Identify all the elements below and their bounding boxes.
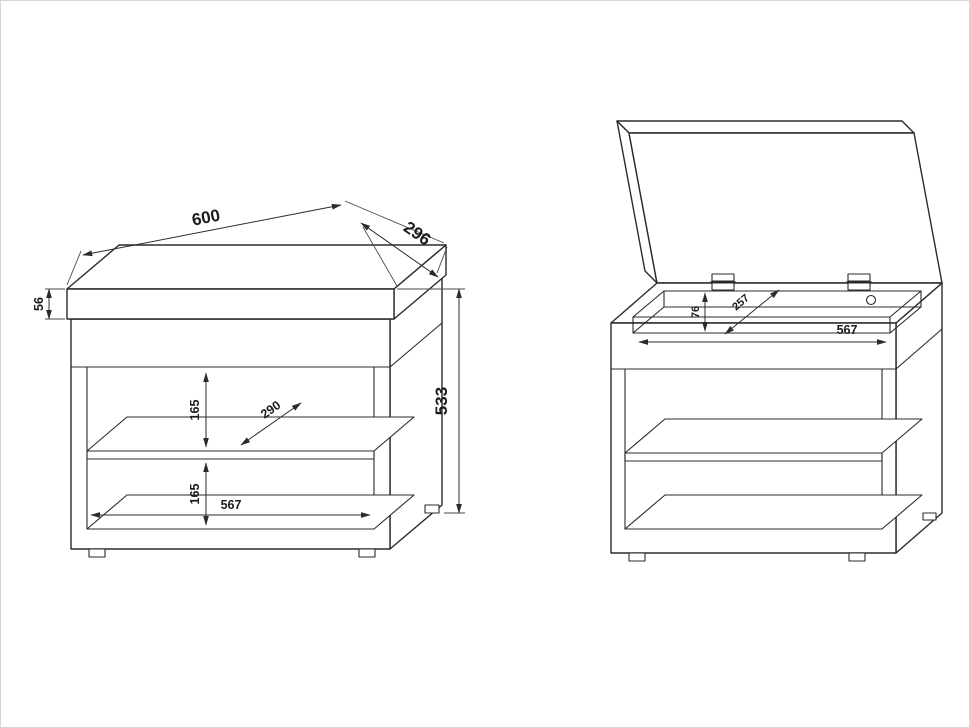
dim-tray-depth-label: 76 xyxy=(690,306,702,318)
closed-lid xyxy=(66,244,447,320)
dimension-line xyxy=(360,222,439,278)
feet xyxy=(628,512,937,562)
foot-front-right xyxy=(848,552,866,562)
interior xyxy=(624,368,923,530)
bench-body xyxy=(66,244,447,558)
hinge-lower-leaf xyxy=(847,282,871,291)
foot-back-right xyxy=(424,504,440,514)
middle-shelf-front-band xyxy=(86,450,375,460)
dim-overall-height: 533 xyxy=(397,288,465,514)
dim-seat-thickness: 56 xyxy=(32,288,65,320)
dim-overall-width-label: 600 xyxy=(190,206,221,230)
side-rail-line xyxy=(389,322,443,368)
extension-line xyxy=(66,250,82,286)
dim-tray-depth: 76 xyxy=(690,292,708,332)
middle-shelf-front-band xyxy=(624,452,883,462)
middle-shelf-top xyxy=(624,418,923,454)
foot-front-left xyxy=(628,552,646,562)
interior xyxy=(86,366,415,530)
lid-top-face xyxy=(66,244,447,290)
hinge-left xyxy=(710,273,736,291)
dim-overall-height-label: 533 xyxy=(432,387,451,415)
lid-front-face xyxy=(66,288,395,320)
closed-bench-view: 600 296 56 533 xyxy=(32,200,465,558)
dim-tray-inner-width-label: 567 xyxy=(837,323,858,337)
extension-line xyxy=(436,246,448,274)
dim-lower-clearance-label: 165 xyxy=(188,484,202,505)
cable-hole xyxy=(865,294,877,306)
middle-shelf-top xyxy=(86,416,415,452)
bottom-shelf-top xyxy=(624,494,923,530)
dimension-line xyxy=(240,402,302,446)
storage-tray xyxy=(632,290,922,334)
feet xyxy=(88,504,440,558)
foot-front-right xyxy=(358,548,376,558)
bottom-shelf-top xyxy=(86,494,415,530)
hinge-right xyxy=(846,273,872,291)
lid-inner-face xyxy=(628,132,943,284)
bench-body-open xyxy=(610,273,943,562)
lid-top-edge-strip xyxy=(616,120,915,134)
open-lid-view: 76 257 567 xyxy=(610,120,943,562)
dimension-line xyxy=(724,289,780,335)
dim-upper-clearance: 165 xyxy=(188,372,209,448)
hinge-lower-leaf xyxy=(711,282,735,291)
dim-inner-width-label: 567 xyxy=(221,498,242,512)
dim-inner-width: 567 xyxy=(90,498,371,518)
foot-back-right xyxy=(922,512,937,521)
dimension-line xyxy=(82,203,342,257)
dim-tray-inner-width: 567 xyxy=(638,323,887,345)
dim-upper-clearance-label: 165 xyxy=(188,400,202,421)
side-rail-line xyxy=(895,328,943,370)
hinge-upper-leaf xyxy=(711,273,735,282)
open-lid xyxy=(616,120,943,284)
dim-seat-thickness-label: 56 xyxy=(32,297,46,311)
foot-front-left xyxy=(88,548,106,558)
hinge-upper-leaf xyxy=(847,273,871,282)
